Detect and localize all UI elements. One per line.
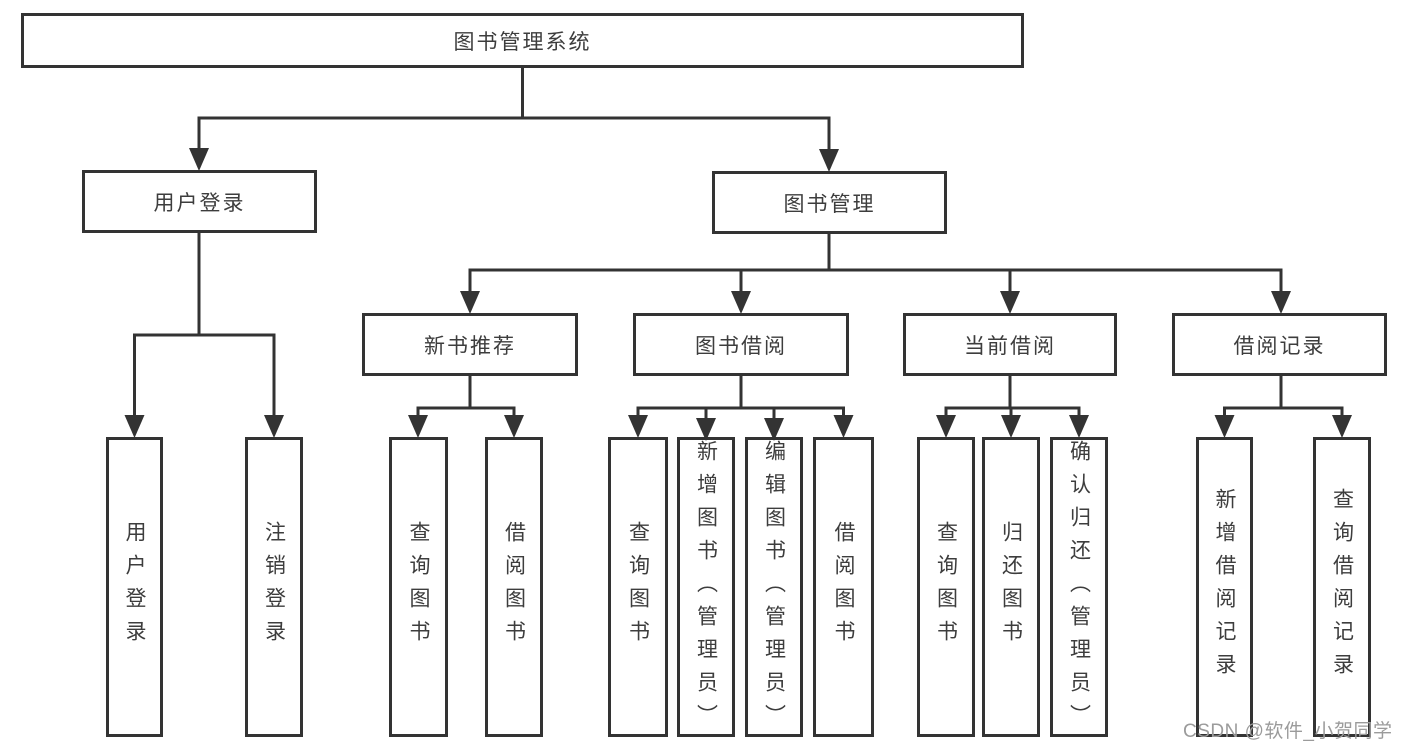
node-user-login: 用户登录 [82,170,317,233]
leaf-newbook-borrow-books: 借阅图书 [485,437,543,737]
leaf-current-query-books: 查询图书 [917,437,975,737]
node-label: 编辑图书（管理员） [762,440,786,737]
node-borrowing-records: 借阅记录 [1172,313,1387,376]
leaf-borrowing-edit-books-admin: 编辑图书（管理员） [745,437,803,737]
node-label: 查询图书 [626,521,650,653]
node-label: 归还图书 [999,521,1023,653]
node-label: 查询图书 [407,521,430,653]
leaf-borrowing-borrow-books: 借阅图书 [813,437,874,737]
leaf-newbook-query-books: 查询图书 [389,437,448,737]
node-label: 确认归还（管理员） [1067,440,1091,737]
node-label: 用户登录 [153,191,246,215]
node-new-book-recommend: 新书推荐 [362,313,578,376]
node-label: 借阅图书 [832,521,855,653]
node-book-management: 图书管理 [712,171,947,234]
node-library-management-system: 图书管理系统 [21,13,1024,68]
node-label: 查询图书 [934,521,958,653]
node-label: 新书推荐 [424,334,516,358]
node-label: 当前借阅 [964,334,1056,358]
node-label: 新增图书（管理员） [694,440,718,737]
node-label: 图书管理 [783,192,876,216]
leaf-current-confirm-return-admin: 确认归还（管理员） [1050,437,1108,737]
leaf-records-query-borrow-record: 查询借阅记录 [1313,437,1371,737]
node-book-borrowing: 图书借阅 [633,313,849,376]
node-label: 图书借阅 [695,334,787,358]
node-label: 借阅记录 [1233,334,1326,358]
node-current-borrowing: 当前借阅 [903,313,1117,376]
leaf-logout-login: 注销登录 [245,437,303,737]
leaf-borrowing-query-books: 查询图书 [608,437,668,737]
node-label: 查询借阅记录 [1330,488,1354,686]
csdn-watermark: CSDN @软件_小贺同学 [1183,721,1393,742]
leaf-records-add-borrow-record: 新增借阅记录 [1196,437,1253,737]
leaf-current-return-books: 归还图书 [982,437,1040,737]
node-label: 注销登录 [262,521,286,653]
node-label: 新增借阅记录 [1213,488,1236,686]
node-label: 用户登录 [123,521,146,653]
node-label: 借阅图书 [502,521,526,653]
node-label: 图书管理系统 [453,30,592,54]
leaf-borrowing-add-books-admin: 新增图书（管理员） [677,437,735,737]
leaf-user-login: 用户登录 [106,437,163,737]
